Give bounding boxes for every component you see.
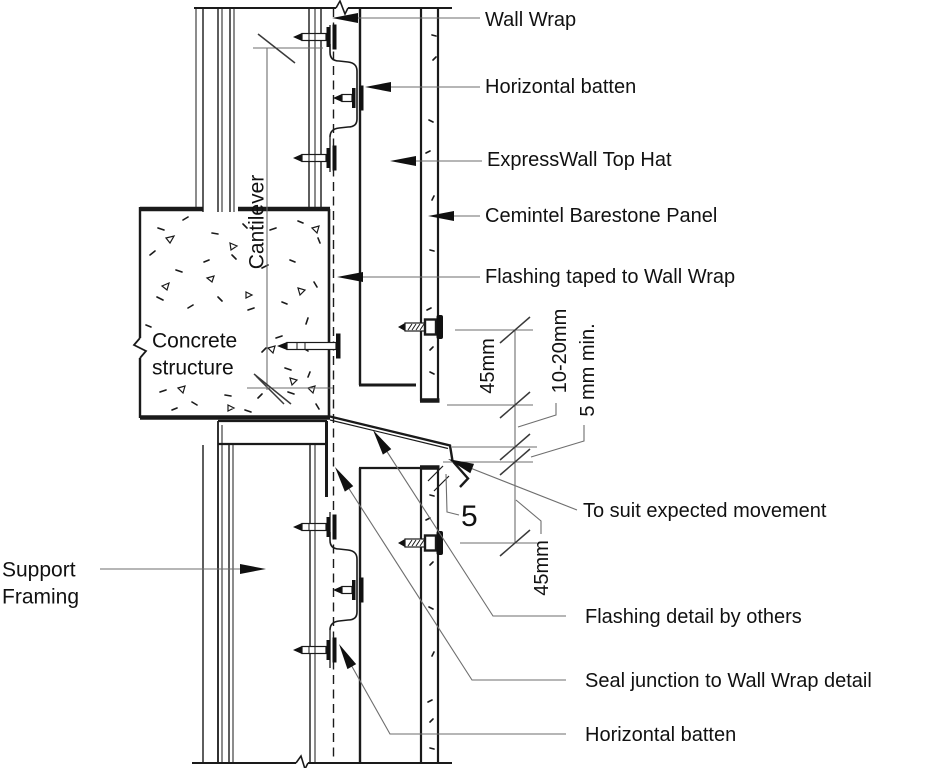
concrete-structure <box>132 206 331 420</box>
arrowhead-flashing-detail <box>373 430 392 455</box>
screw <box>333 85 364 111</box>
barestone-panel-lower <box>419 465 440 763</box>
batten-screws <box>277 24 364 663</box>
label-horizontal-batten-bottom: Horizontal batten <box>585 724 736 746</box>
arrowhead-batten-bottom <box>339 644 357 670</box>
arrowhead-top-hat <box>390 156 416 166</box>
arrowhead-wall-wrap <box>332 13 358 23</box>
label-cemintel-panel: Cemintel Barestone Panel <box>485 205 717 227</box>
label-flashing-taped: Flashing taped to Wall Wrap <box>485 266 735 288</box>
label-seal-junction: Seal junction to Wall Wrap detail <box>585 670 872 692</box>
hex-screw <box>398 531 443 555</box>
label-concrete-line2: structure <box>152 357 234 380</box>
top-hat-face <box>358 8 420 763</box>
arrowhead-seal-junction <box>335 467 354 492</box>
arrowhead-flashing-taped <box>337 272 363 282</box>
support-framing-studs <box>195 8 328 763</box>
break-symbol-concrete <box>132 337 148 359</box>
anchor-screw <box>277 333 341 359</box>
label-support-line1: Support <box>2 559 76 582</box>
break-symbol-bottom <box>295 754 309 768</box>
screw <box>293 514 337 540</box>
break-symbol-top <box>335 0 349 16</box>
screw <box>293 24 337 50</box>
section-break-borders <box>192 0 452 768</box>
dim-45mm-upper: 45mm <box>477 338 499 394</box>
screw <box>293 637 337 663</box>
label-flashing-detail: Flashing detail by others <box>585 606 802 628</box>
screw <box>333 577 364 603</box>
label-concrete-line1: Concrete <box>152 330 237 353</box>
label-cantilever: Cantilever <box>246 175 269 270</box>
dim-5mm-min: 5 mm min. <box>577 323 599 416</box>
callout-leaders <box>100 13 578 735</box>
leader-45mm-lower <box>515 499 542 534</box>
label-to-suit-movement: To suit expected movement <box>583 500 827 522</box>
concrete-hatch <box>145 216 321 413</box>
arrowhead-movement <box>448 459 475 474</box>
arrowhead-horizontal-batten <box>365 82 391 92</box>
label-expresswall-top-hat: ExpressWall Top Hat <box>487 149 672 171</box>
hex-screw <box>398 315 443 339</box>
label-wall-wrap: Wall Wrap <box>485 9 576 31</box>
labels: Wall Wrap Horizontal batten ExpressWall … <box>2 9 872 746</box>
dim-45mm-lower: 45mm <box>531 540 553 596</box>
label-support-line2: Framing <box>2 586 79 609</box>
dim-drip-gap: 5 <box>461 500 478 533</box>
arrowhead-support-framing <box>240 564 266 574</box>
dimension-stack <box>443 316 585 557</box>
barestone-panel-upper <box>419 8 440 403</box>
arrowhead-panel <box>428 211 454 221</box>
label-horizontal-batten-top: Horizontal batten <box>485 76 636 98</box>
leader-10-20mm <box>517 403 557 428</box>
leader-drip-gap <box>445 473 460 516</box>
panel-hex-screws <box>398 315 443 555</box>
dim-10-20mm: 10-20mm <box>549 309 571 393</box>
framing-track <box>218 419 327 446</box>
cantilever-dimension <box>247 33 333 405</box>
leader-5mm-min <box>530 425 585 458</box>
flashing <box>329 415 470 492</box>
screw <box>293 145 337 171</box>
